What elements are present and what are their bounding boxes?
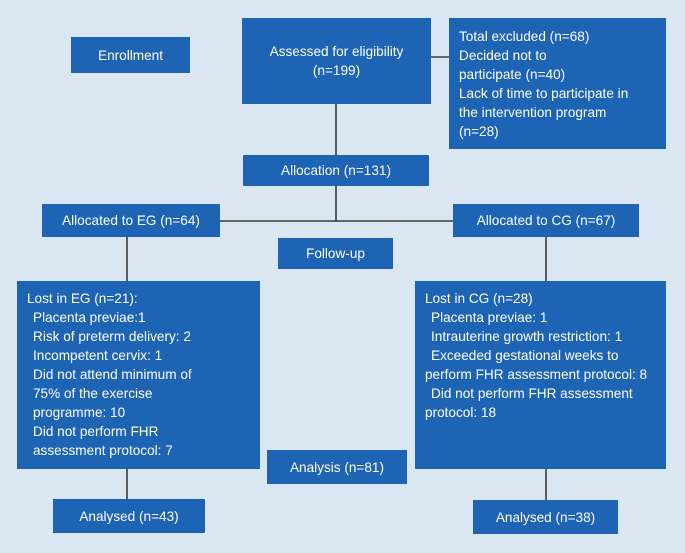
eg-lost-line: 75% of the exercise: [33, 386, 153, 401]
eg-lost-line: assessment protocol: 7: [33, 443, 173, 458]
excluded-line: Lack of time to participate in: [459, 86, 629, 101]
cg-allocated-text: Allocated to CG (n=67): [476, 213, 616, 228]
excluded-line: Decided not to: [459, 48, 547, 63]
enrollment-label: Enrollment: [71, 37, 190, 73]
cg-lost-line: Exceeded gestational weeks to: [431, 348, 619, 363]
eg-lost-line: programme: 10: [33, 405, 126, 420]
eg-lost-line: Risk of preterm delivery: 2: [33, 329, 191, 344]
allocation-text: Allocation (n=131): [281, 163, 391, 178]
eg-analysed-box: Analysed (n=43): [53, 499, 205, 533]
enrollment-text: Enrollment: [98, 47, 163, 63]
eg-allocated-box: Allocated to EG (n=64): [42, 204, 220, 237]
eg-lost-box: Lost in EG (n=21): Placenta previae:1 Ri…: [17, 281, 260, 469]
eg-allocated-text: Allocated to EG (n=64): [62, 213, 200, 228]
cg-lost-box: Lost in CG (n=28) Placenta previae: 1 In…: [415, 281, 666, 469]
follow-up-label: Follow-up: [278, 238, 393, 269]
cg-lost-line: Did not perform FHR assessment: [431, 386, 633, 401]
cg-lost-line: Lost in CG (n=28): [425, 291, 533, 306]
assessed-box: Assessed for eligibility (n=199): [242, 18, 431, 104]
cg-analysed-box: Analysed (n=38): [473, 500, 618, 534]
excluded-box: Total excluded (n=68) Decided not to par…: [449, 18, 666, 149]
cg-lost-line: perform FHR assessment protocol: 8: [425, 367, 648, 382]
allocation-box: Allocation (n=131): [243, 155, 429, 186]
cg-lost-line: Intrauterine growth restriction: 1: [431, 329, 623, 344]
analysis-text: Analysis (n=81): [289, 459, 385, 475]
cg-lost-line: Placenta previae: 1: [431, 310, 548, 325]
excluded-line: the intervention program: [459, 105, 607, 120]
eg-lost-line: Did not perform FHR: [33, 424, 159, 439]
excluded-line: (n=28): [459, 124, 499, 139]
eg-lost-line: Incompetent cervix: 1: [33, 348, 163, 363]
eg-analysed-text: Analysed (n=43): [79, 508, 179, 524]
assessed-title: Assessed for eligibility: [269, 44, 404, 59]
follow-up-text: Follow-up: [306, 246, 365, 261]
eg-lost-line: Lost in EG (n=21):: [27, 291, 138, 306]
cg-analysed-text: Analysed (n=38): [495, 509, 596, 525]
assessed-count: (n=199): [312, 63, 361, 78]
cg-allocated-box: Allocated to CG (n=67): [453, 204, 639, 237]
cg-lost-line: protocol: 18: [425, 405, 497, 420]
eg-lost-line: Did not attend minimum of: [33, 367, 192, 382]
eg-lost-line: Placenta previae:1: [33, 310, 146, 325]
excluded-line: Total excluded (n=68): [459, 29, 590, 44]
excluded-line: participate (n=40): [459, 67, 566, 82]
analysis-label: Analysis (n=81): [267, 450, 407, 484]
